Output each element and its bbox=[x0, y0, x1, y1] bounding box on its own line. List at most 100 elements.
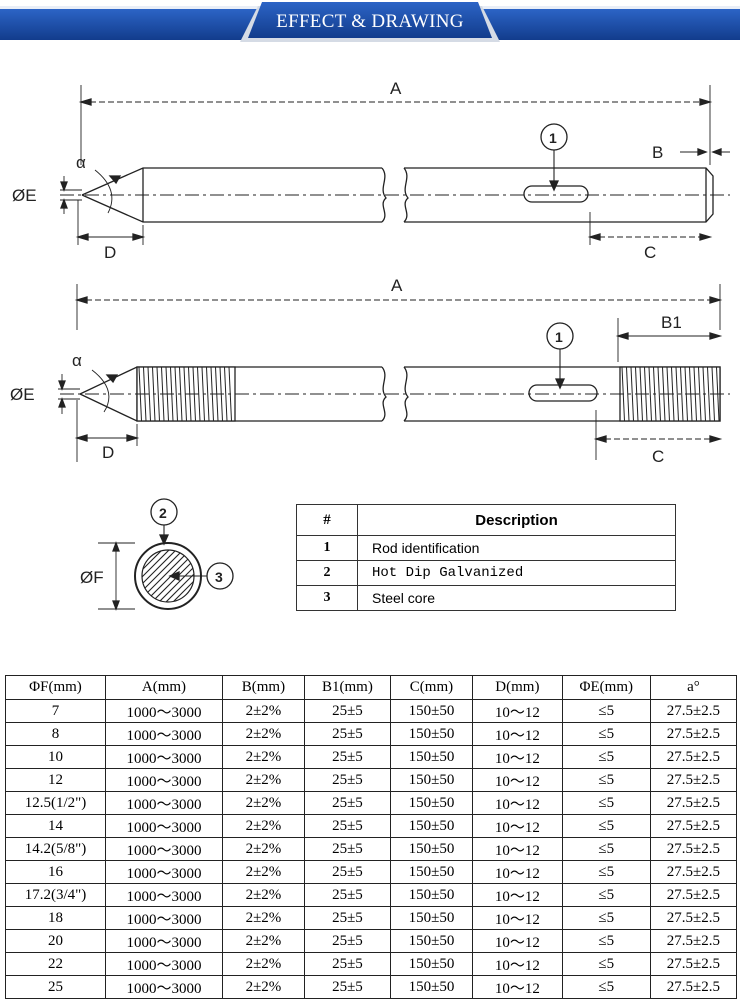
header-banner bbox=[0, 2, 740, 42]
spec-cell: 10～12 bbox=[471, 975, 563, 999]
spec-cell: 25±5 bbox=[303, 768, 391, 792]
spec-cell: 25±5 bbox=[303, 699, 391, 723]
spec-cell: 10～12 bbox=[471, 860, 563, 884]
spec-cell: 150±50 bbox=[389, 952, 473, 976]
rod1-dim-e: ØE bbox=[12, 186, 37, 205]
spec-cell: 150±50 bbox=[389, 906, 473, 930]
rod2-body bbox=[60, 366, 730, 422]
spec-cell: 1000～3000 bbox=[104, 791, 223, 815]
spec-header-cell: B(mm) bbox=[221, 675, 305, 700]
spec-cell: 10～12 bbox=[471, 722, 563, 746]
desc-row-num: 2 bbox=[296, 560, 358, 586]
rod2-dim-a: A bbox=[391, 276, 403, 295]
rod-drawing: A B C D α ØE 1 A B1 C D α ØE 1 ØF 2 3 bbox=[10, 79, 730, 611]
spec-cell: 25±5 bbox=[303, 814, 391, 838]
spec-cell: ≤5 bbox=[561, 952, 651, 976]
spec-cell: 1000～3000 bbox=[104, 952, 223, 976]
section-callout-2: 2 bbox=[159, 505, 167, 521]
spec-cell: 16 bbox=[5, 860, 106, 884]
spec-cell: 150±50 bbox=[389, 745, 473, 769]
spec-cell: 1000～3000 bbox=[104, 906, 223, 930]
spec-cell: 10 bbox=[5, 745, 106, 769]
spec-cell: 25±5 bbox=[303, 722, 391, 746]
rod2-alpha: α bbox=[72, 351, 82, 370]
spec-cell: 10～12 bbox=[471, 929, 563, 953]
spec-cell: 10～12 bbox=[471, 883, 563, 907]
spec-cell: 2±2% bbox=[221, 860, 305, 884]
spec-cell: 150±50 bbox=[389, 791, 473, 815]
spec-cell: 25±5 bbox=[303, 791, 391, 815]
spec-cell: 150±50 bbox=[389, 814, 473, 838]
spec-cell: 1000～3000 bbox=[104, 929, 223, 953]
spec-cell: 150±50 bbox=[389, 768, 473, 792]
spec-cell: ≤5 bbox=[561, 860, 651, 884]
spec-header-cell: C(mm) bbox=[389, 675, 473, 700]
spec-cell: 27.5±2.5 bbox=[649, 791, 738, 815]
spec-cell: ≤5 bbox=[561, 722, 651, 746]
description-table: # Description 1 Rod identification 2 Hot… bbox=[296, 504, 676, 611]
spec-cell: 1000～3000 bbox=[104, 860, 223, 884]
spec-cell: 2±2% bbox=[221, 722, 305, 746]
spec-cell: 150±50 bbox=[389, 837, 473, 861]
spec-cell: 10～12 bbox=[471, 768, 563, 792]
spec-cell: 10～12 bbox=[471, 906, 563, 930]
spec-cell: 2±2% bbox=[221, 814, 305, 838]
spec-header-cell: a° bbox=[649, 675, 738, 700]
spec-header-cell: D(mm) bbox=[471, 675, 563, 700]
desc-header-num: # bbox=[296, 504, 358, 536]
spec-cell: 27.5±2.5 bbox=[649, 906, 738, 930]
rod2-dim-b1: B1 bbox=[661, 313, 682, 332]
spec-header-cell: B1(mm) bbox=[303, 675, 391, 700]
spec-cell: 10～12 bbox=[471, 814, 563, 838]
spec-cell: 150±50 bbox=[389, 722, 473, 746]
spec-cell: 2±2% bbox=[221, 837, 305, 861]
spec-cell: ≤5 bbox=[561, 906, 651, 930]
spec-cell: 150±50 bbox=[389, 883, 473, 907]
rod1-callout-1: 1 bbox=[549, 130, 557, 146]
spec-cell: 1000～3000 bbox=[104, 768, 223, 792]
spec-cell: 1000～3000 bbox=[104, 975, 223, 999]
desc-row-num: 1 bbox=[296, 535, 358, 561]
spec-cell: 2±2% bbox=[221, 768, 305, 792]
spec-cell: 10～12 bbox=[471, 837, 563, 861]
desc-row: 1 Rod identification bbox=[296, 535, 676, 561]
section-callout-3: 3 bbox=[215, 569, 223, 585]
spec-cell: 1000～3000 bbox=[104, 837, 223, 861]
spec-cell: 27.5±2.5 bbox=[649, 745, 738, 769]
spec-cell: 22 bbox=[5, 952, 106, 976]
spec-cell: 2±2% bbox=[221, 952, 305, 976]
spec-cell: 10～12 bbox=[471, 745, 563, 769]
spec-cell: 150±50 bbox=[389, 929, 473, 953]
rod2-dim-c: C bbox=[652, 447, 664, 466]
spec-cell: 20 bbox=[5, 929, 106, 953]
rod1-body bbox=[60, 167, 730, 223]
spec-cell: ≤5 bbox=[561, 883, 651, 907]
spec-table: ΦF(mm)A(mm)B(mm)B1(mm)C(mm)D(mm)ΦE(mm)a°… bbox=[5, 675, 738, 999]
spec-cell: 1000～3000 bbox=[104, 722, 223, 746]
spec-cell: 25±5 bbox=[303, 837, 391, 861]
spec-cell: 1000～3000 bbox=[104, 745, 223, 769]
spec-cell: ≤5 bbox=[561, 814, 651, 838]
spec-cell: ≤5 bbox=[561, 975, 651, 999]
spec-cell: 1000～3000 bbox=[104, 699, 223, 723]
spec-cell: 27.5±2.5 bbox=[649, 699, 738, 723]
spec-cell: 2±2% bbox=[221, 906, 305, 930]
spec-cell: 25±5 bbox=[303, 975, 391, 999]
spec-header-cell: ΦF(mm) bbox=[5, 675, 106, 700]
rod2-dim-e: ØE bbox=[10, 385, 35, 404]
desc-row-text: Hot Dip Galvanized bbox=[357, 560, 676, 586]
spec-header-cell: A(mm) bbox=[104, 675, 223, 700]
spec-cell: 150±50 bbox=[389, 975, 473, 999]
spec-cell: 27.5±2.5 bbox=[649, 837, 738, 861]
spec-cell: 2±2% bbox=[221, 883, 305, 907]
